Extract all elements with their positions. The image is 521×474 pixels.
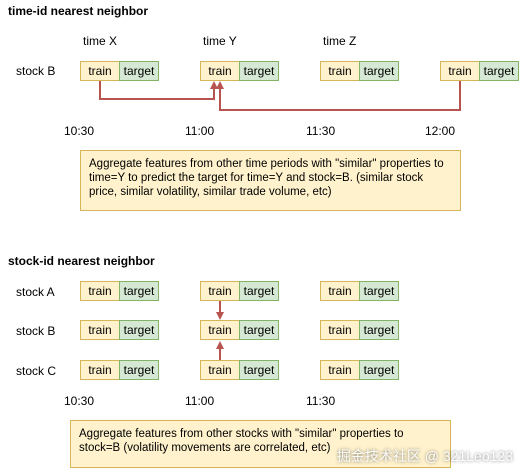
- section-title-time-id: time-id nearest neighbor: [8, 4, 149, 18]
- watermark: 掘金技术社区 @ 321Leo123: [336, 448, 513, 464]
- train-cell: train: [320, 61, 360, 81]
- target-cell: target: [119, 360, 159, 380]
- target-cell: target: [119, 281, 159, 301]
- train-cell: train: [200, 61, 240, 81]
- train-cell: train: [80, 281, 120, 301]
- target-cell: target: [239, 61, 279, 81]
- cell-pair-time-x: train target: [80, 61, 159, 81]
- column-header-time-z: time Z: [323, 34, 357, 48]
- section-title-stock-id: stock-id nearest neighbor: [8, 254, 155, 268]
- train-cell: train: [200, 281, 240, 301]
- row-label-stock-b: stock B: [16, 64, 56, 78]
- target-cell: target: [239, 320, 279, 340]
- column-header-time-x: time X: [83, 34, 118, 48]
- target-cell: target: [239, 360, 279, 380]
- cell-pair-b-1100: train target: [200, 320, 279, 340]
- time-label-1100: 11:00: [185, 124, 215, 138]
- train-cell: train: [80, 360, 120, 380]
- time-label-1200: 12:00: [425, 124, 456, 138]
- row-label-stock-b: stock B: [16, 324, 56, 338]
- train-cell: train: [200, 360, 240, 380]
- cell-pair-a-1030: train target: [80, 281, 159, 301]
- note-stock-id: Aggregate features from other stocks wit…: [70, 420, 451, 468]
- target-cell: target: [119, 61, 159, 81]
- arrow-1200-to-time-y: [216, 81, 461, 111]
- cell-pair-c-1130: train target: [320, 360, 399, 380]
- cell-pair-1200: train target: [440, 61, 519, 81]
- train-cell: train: [320, 281, 360, 301]
- time-label-1130: 11:30: [306, 394, 336, 408]
- note-text: Aggregate features from other time perio…: [89, 158, 444, 198]
- target-cell: target: [359, 281, 399, 301]
- time-label-1130: 11:30: [306, 124, 336, 138]
- target-cell: target: [359, 360, 399, 380]
- column-header-time-y: time Y: [203, 34, 237, 48]
- row-label-stock-a: stock A: [16, 285, 55, 299]
- note-text: Aggregate features from other stocks wit…: [79, 428, 404, 454]
- time-label-1030: 10:30: [64, 124, 95, 138]
- target-cell: target: [479, 61, 519, 81]
- time-label-1100: 11:00: [185, 394, 215, 408]
- target-cell: target: [359, 320, 399, 340]
- cell-pair-c-1100: train target: [200, 360, 279, 380]
- train-cell: train: [440, 61, 480, 81]
- train-cell: train: [200, 320, 240, 340]
- train-cell: train: [320, 360, 360, 380]
- train-cell: train: [80, 61, 120, 81]
- cell-pair-b-1030: train target: [80, 320, 159, 340]
- cell-pair-b-1130: train target: [320, 320, 399, 340]
- target-cell: target: [359, 61, 399, 81]
- note-time-id: Aggregate features from other time perio…: [80, 150, 461, 211]
- row-label-stock-c: stock C: [16, 364, 57, 378]
- train-cell: train: [320, 320, 360, 340]
- arrow-time-x-to-time-y: [99, 81, 218, 100]
- cell-pair-c-1030: train target: [80, 360, 159, 380]
- cell-pair-a-1130: train target: [320, 281, 399, 301]
- cell-pair-a-1100: train target: [200, 281, 279, 301]
- time-label-1030: 10:30: [64, 394, 95, 408]
- target-cell: target: [239, 281, 279, 301]
- cell-pair-time-z: train target: [320, 61, 399, 81]
- cell-pair-time-y: train target: [200, 61, 279, 81]
- target-cell: target: [119, 320, 159, 340]
- train-cell: train: [80, 320, 120, 340]
